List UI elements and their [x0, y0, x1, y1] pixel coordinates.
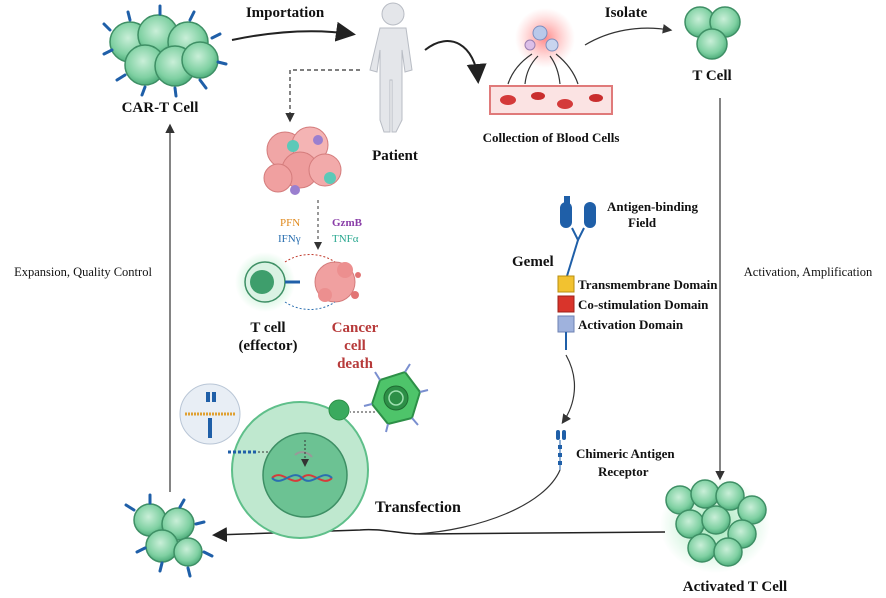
activation-domain-label: Activation Domain — [578, 317, 684, 332]
collection-arrow — [424, 40, 487, 84]
isolate-arrow — [584, 24, 673, 46]
car-down-arrow — [561, 354, 576, 424]
vector-payload-icon — [328, 399, 350, 421]
effector-t-cell-icon — [235, 252, 300, 312]
cancer-cell-icon — [263, 126, 342, 195]
car-label-2: Receptor — [598, 464, 649, 479]
activated-t-cell-label: Activated T Cell — [683, 579, 787, 595]
t-cell-cluster-icon — [684, 6, 741, 60]
costimulation-label: Co-stimulation Domain — [578, 297, 709, 312]
car-receptor-icon — [557, 196, 596, 350]
car-merge-line — [414, 469, 561, 535]
gemel-label: Gemel — [512, 254, 554, 270]
transfection-label: Transfection — [375, 499, 461, 516]
gzmb-label: GzmB — [332, 217, 363, 229]
importation-label: Importation — [246, 5, 325, 21]
t-cell-label: T Cell — [692, 68, 731, 84]
ifng-label: IFNγ — [278, 233, 301, 245]
isolate-label: Isolate — [605, 5, 648, 21]
car-label-1: Chimeric Antigen — [576, 446, 675, 461]
cancer-label-1: Cancer — [332, 320, 379, 336]
nucleus-dna-icon — [231, 401, 369, 539]
dying-cancer-cell-icon — [314, 261, 361, 303]
importation-arrow — [231, 21, 356, 42]
human-figure-icon — [369, 2, 413, 133]
tnfa-label: TNFα — [332, 233, 359, 245]
virus-vector-icon — [363, 363, 429, 433]
car-t-cell-label: CAR-T Cell — [122, 100, 199, 116]
antigen-binding-label-1: Antigen-binding — [607, 199, 699, 214]
pfn-label: PFN — [280, 217, 300, 229]
t-cell-effector-label-2: (effector) — [238, 338, 297, 354]
cancer-label-3: death — [337, 356, 373, 372]
car-small-icon — [556, 430, 566, 470]
car-t-cell-cluster-icon — [102, 4, 228, 98]
transmembrane-label: Transmembrane Domain — [578, 277, 718, 292]
car-inset-icon — [179, 383, 241, 445]
car-t-cell-bottom-icon — [124, 493, 214, 578]
collection-label: Collection of Blood Cells — [483, 130, 620, 145]
cancer-label-2: cell — [344, 338, 366, 354]
antigen-binding-label-2: Field — [628, 215, 657, 230]
kill-arc-top — [284, 254, 336, 263]
activated-t-cell-cluster-icon — [660, 477, 770, 573]
blood-vessel-icon — [489, 8, 613, 115]
expansion-label: Expansion, Quality Control — [14, 265, 152, 279]
kill-arc-bottom — [284, 301, 336, 310]
activation-label: Activation, Amplification — [744, 265, 873, 279]
t-cell-effector-label-1: T cell — [250, 320, 285, 336]
patient-to-tumor-arrow — [285, 69, 360, 123]
patient-label: Patient — [372, 148, 418, 164]
